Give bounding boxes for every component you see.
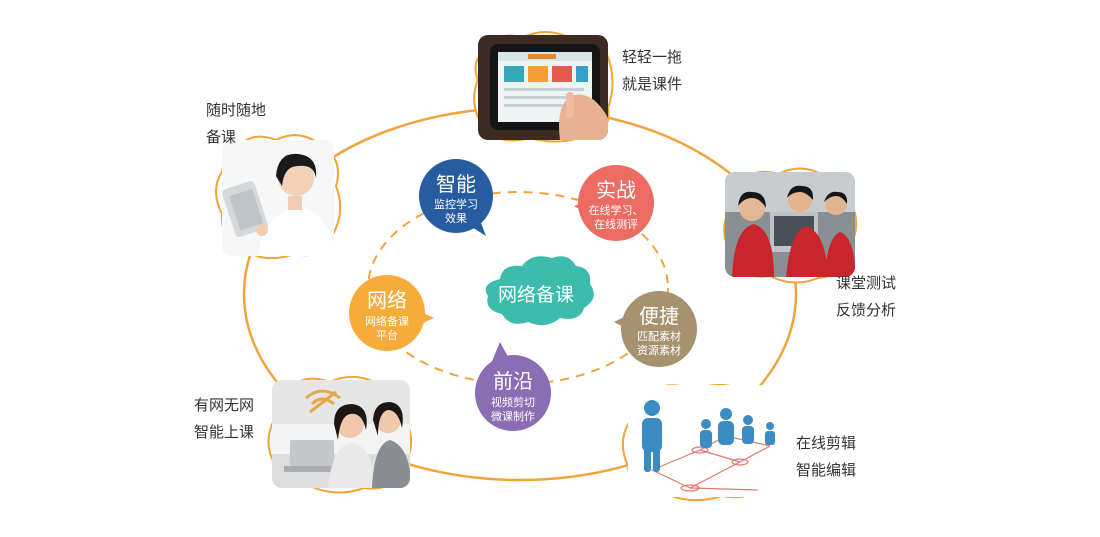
bubble-qianyan-line-2: 微课制作 — [491, 409, 535, 423]
label-edit-line-1: 在线剪辑 — [796, 434, 857, 452]
bubble-shizhan-line-2: 在线测评 — [594, 217, 638, 231]
bubble-qianyan-line-1: 视频剪切 — [491, 395, 535, 409]
label-anytime-line-2: 备课 — [206, 128, 237, 146]
label-classroom-test: 课堂测试 反馈分析 — [836, 270, 896, 324]
label-test-line-2: 反馈分析 — [836, 301, 897, 319]
bubble-zhineng-title: 智能 — [436, 172, 476, 196]
bubble-zhineng-line-2: 效果 — [445, 211, 467, 225]
laptop-students-photo — [267, 375, 413, 494]
label-anytime-prepare: 随时随地 备课 — [206, 97, 266, 151]
label-drag-courseware: 轻轻一拖 就是课件 — [622, 44, 682, 98]
label-online-edit: 在线剪辑 智能编辑 — [796, 430, 856, 484]
bubble-shizhan-title: 实战 — [596, 178, 636, 202]
bubble-shizhan-line-1: 在线学习、 — [589, 203, 644, 217]
label-offline-teaching: 有网无网 智能上课 — [194, 392, 254, 446]
bubble-zhineng-line-1: 监控学习 — [434, 197, 478, 211]
bubble-zhineng: 智能 监控学习 效果 — [419, 159, 493, 236]
bubble-bianjie-title: 便捷 — [639, 304, 679, 328]
label-edit-line-2: 智能编辑 — [796, 461, 857, 479]
label-offline-line-2: 智能上课 — [194, 423, 255, 441]
center-title: 网络备课 — [498, 284, 574, 306]
tablet-photo — [473, 31, 614, 143]
center-cloud: 网络备课 — [485, 256, 594, 326]
bubble-bianjie-line-1: 匹配素材 — [637, 329, 681, 343]
bubble-shizhan: 实战 在线学习、 在线测评 — [574, 165, 654, 241]
label-test-line-1: 课堂测试 — [836, 274, 897, 292]
network-people-photo — [621, 383, 778, 502]
bubble-bianjie-line-2: 资源素材 — [637, 343, 681, 357]
bubble-bianjie: 便捷 匹配素材 资源素材 — [614, 291, 697, 367]
bubble-qianyan-title: 前沿 — [493, 369, 533, 393]
bubble-wangluo-line-1: 网络备课 — [365, 314, 409, 328]
label-offline-line-1: 有网无网 — [194, 396, 255, 414]
classroom-photo — [723, 167, 858, 284]
bubble-wangluo-title: 网络 — [367, 288, 407, 312]
bubble-wangluo-line-2: 平台 — [376, 328, 398, 342]
label-drag-line-1: 轻轻一拖 — [622, 48, 683, 66]
bubble-qianyan: 前沿 视频剪切 微课制作 — [475, 342, 551, 431]
label-anytime-line-1: 随时随地 — [206, 101, 267, 119]
bubble-wangluo: 网络 网络备课 平台 — [349, 275, 434, 351]
girl-tablet-photo — [215, 134, 342, 260]
label-drag-line-2: 就是课件 — [622, 75, 683, 93]
